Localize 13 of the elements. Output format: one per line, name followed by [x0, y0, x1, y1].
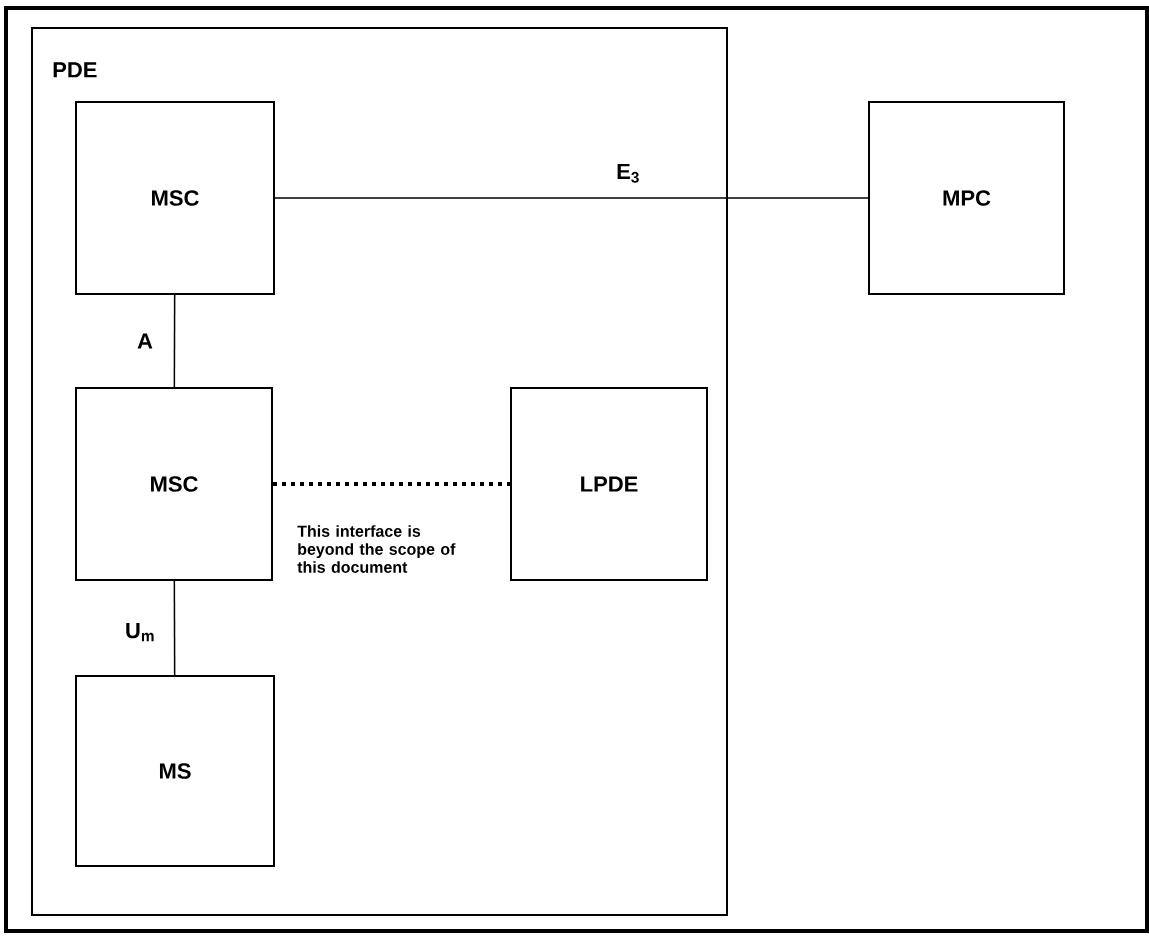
connector-line: [274, 197, 869, 199]
connector-line: [173, 294, 176, 388]
entity-box: MSC: [75, 101, 275, 295]
edge-label: E$_{3}$: [617, 163, 639, 183]
entity-box: MSC: [75, 387, 273, 581]
edge-label: U$_{m}$: [126, 622, 154, 642]
dotted-connector: [273, 482, 510, 486]
edge-label: A: [137, 333, 153, 349]
connector-line: [173, 580, 176, 676]
entity-box: MS: [75, 675, 275, 867]
edge-label: This interface is beyond the scope of this document: [297, 525, 456, 573]
entity-box: LPDE: [510, 387, 708, 581]
entity-box: MPC: [868, 101, 1065, 295]
